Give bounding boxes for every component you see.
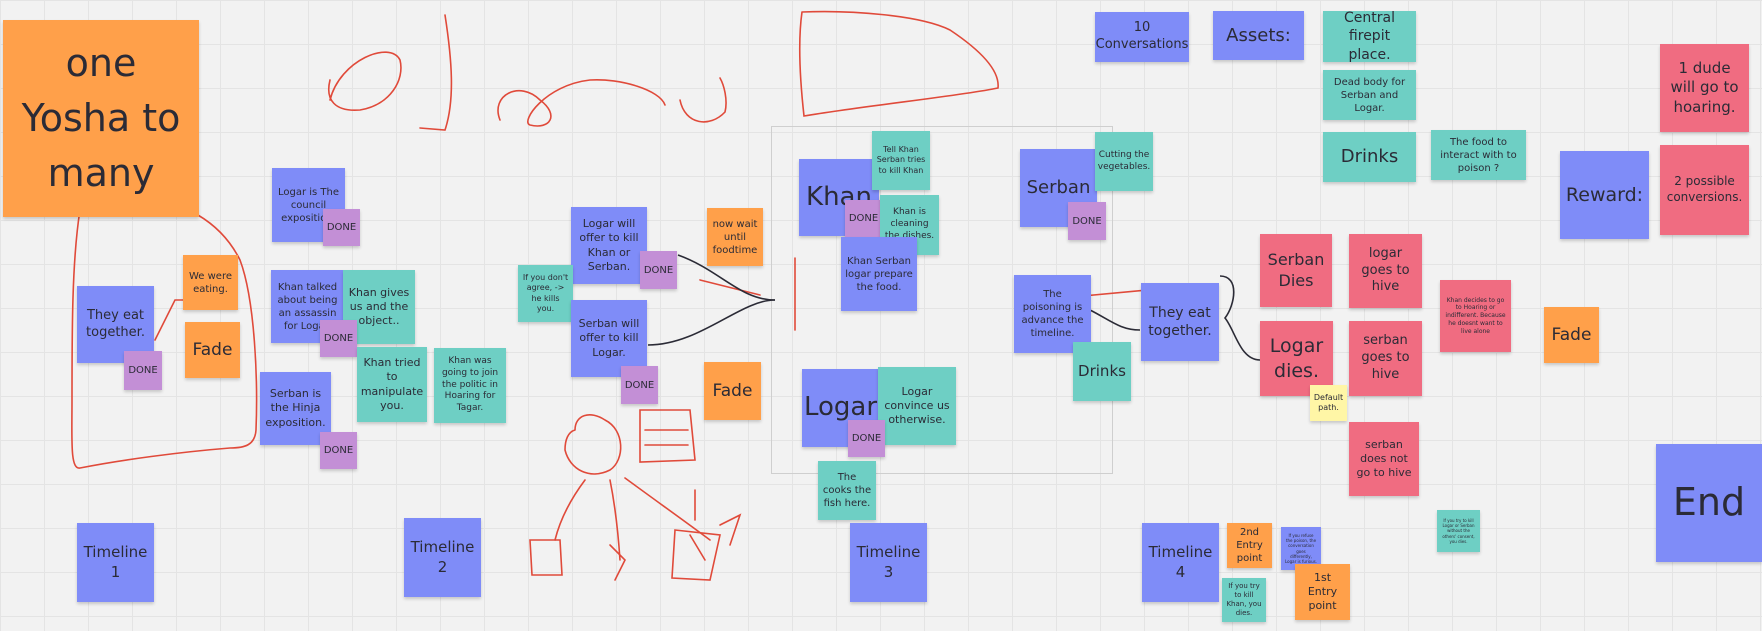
done-badge[interactable]: DONE [320,320,357,357]
sticky-khan-tried[interactable]: Khan tried to manipulate you. [357,347,427,422]
sticky-cutting-vegetables[interactable]: Cutting the vegetables. [1095,132,1153,191]
done-badge[interactable]: DONE [848,420,885,457]
sticky-dead-body[interactable]: Dead body for Serban and Logar. [1323,70,1416,120]
ink-stroke [699,279,761,296]
done-badge[interactable]: DONE [323,209,360,246]
ink-stroke [554,479,586,541]
sticky-10-conversations[interactable]: 10 Conversations [1095,12,1189,62]
title-sticky[interactable]: one Yosha to many [3,20,199,217]
sticky-try-kill-logar-serban[interactable]: If you try to kill Logar or Serban witho… [1437,510,1480,552]
ink-stroke [609,479,621,561]
sticky-poisoning[interactable]: The poisoning is advance the timeline. [1014,275,1091,353]
ink-stroke [419,14,453,131]
done-badge[interactable]: DONE [845,200,882,237]
sticky-khan-serban-logar-food[interactable]: Khan Serban logar prepare the food. [841,237,917,311]
sticky-serban-not-hive[interactable]: serban does not go to hive [1349,422,1419,496]
sticky-logar-dies[interactable]: Logar dies. [1260,321,1333,396]
sticky-central-firepit[interactable]: Central firepit place. [1323,11,1416,62]
sticky-default-path[interactable]: Default path. [1310,385,1347,421]
done-badge[interactable]: DONE [1068,202,1106,240]
sticky-serban-offer[interactable]: Serban will offer to kill Logar. [571,300,647,377]
sticky-fade-3[interactable]: Fade [1544,307,1599,363]
sticky-logar-goes-hive[interactable]: logar goes to hive [1349,234,1422,308]
sticky-fade-1[interactable]: Fade [185,322,240,378]
sticky-wait-foodtime[interactable]: now wait until foodtime [707,208,763,266]
sticky-cooks-fish[interactable]: The cooks the fish here. [818,461,876,520]
connector-line [1219,275,1261,361]
sticky-food-poison[interactable]: The food to interact with to poison ? [1431,130,1526,180]
ink-stroke [328,51,402,111]
sticky-khan-talked[interactable]: Khan talked about being an assassin for … [271,270,344,343]
sticky-serban-goes-hive[interactable]: serban goes to hive [1349,321,1422,396]
ink-stroke [679,77,727,123]
sticky-two-conversions[interactable]: 2 possible conversions. [1660,145,1749,235]
sticky-one-dude-hoaring[interactable]: 1 dude will go to hoaring. [1660,44,1749,132]
sticky-khan-join-politic[interactable]: Khan was going to join the politic in Ho… [434,348,506,423]
sticky-logar-convince[interactable]: Logar convince us otherwise. [878,367,956,445]
ink-stroke [564,414,622,475]
sticky-timeline-4[interactable]: Timeline 4 [1142,523,1219,602]
sticky-they-eat-together-2[interactable]: They eat together. [1141,283,1219,361]
sticky-we-were-eating[interactable]: We were eating. [183,255,238,310]
sticky-khan-gives[interactable]: Khan gives us and the object.. [343,270,415,344]
sticky-drinks[interactable]: Drinks [1073,342,1131,401]
sticky-logar-offer[interactable]: Logar will offer to kill Khan or Serban. [571,207,647,284]
sticky-tell-khan[interactable]: Tell Khan Serban tries to kill Khan [872,131,930,190]
sticky-refuse-poison[interactable]: If you refuse the poison, the conversati… [1281,527,1321,570]
ink-stroke [671,529,721,581]
ink-stroke [624,477,711,541]
sticky-if-dont-agree[interactable]: If you don't agree, -> he kills you. [518,265,573,322]
done-badge[interactable]: DONE [124,351,162,390]
done-badge[interactable]: DONE [320,432,357,469]
ink-stroke [719,513,742,546]
sticky-1st-entry[interactable]: 1st Entry point [1295,564,1350,620]
ink-stroke [497,79,666,127]
sticky-timeline-3[interactable]: Timeline 3 [850,523,927,602]
sticky-they-eat-together-1[interactable]: They eat together. [77,286,154,363]
sticky-timeline-2[interactable]: Timeline 2 [404,518,481,597]
ink-stroke [609,544,626,581]
sticky-try-kill-khan[interactable]: If you try to kill Khan, you dies. [1222,578,1266,622]
sticky-fade-2[interactable]: Fade [704,362,761,420]
ink-stroke [799,10,999,117]
sticky-reward[interactable]: Reward: [1560,151,1649,239]
sticky-end[interactable]: End [1656,444,1762,562]
sticky-timeline-1[interactable]: Timeline 1 [77,523,154,602]
ink-stroke [639,409,696,463]
done-badge[interactable]: DONE [621,366,658,404]
sticky-assets[interactable]: Assets: [1213,11,1304,60]
done-badge[interactable]: DONE [640,251,677,289]
connector-line [647,299,776,346]
sticky-serban-hinja[interactable]: Serban is the Hinja exposition. [260,372,331,445]
sticky-khan-decides[interactable]: Khan decides to go to Hoaring or indiffe… [1440,280,1511,352]
sticky-serban-dies[interactable]: Serban Dies [1260,234,1332,307]
ink-stroke [529,539,563,576]
sticky-drinks-asset[interactable]: Drinks [1323,132,1416,182]
sticky-2nd-entry[interactable]: 2nd Entry point [1227,523,1272,568]
